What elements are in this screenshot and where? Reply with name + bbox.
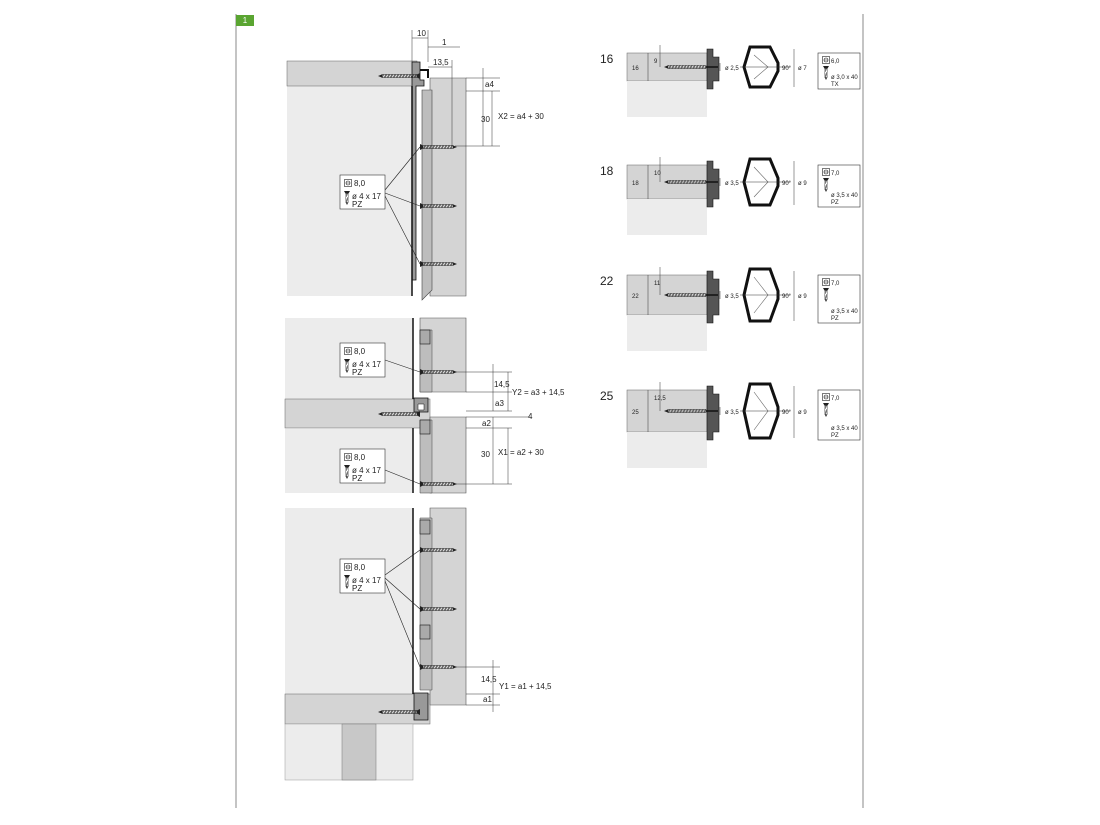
row-big-diameter: ø 9 [798,410,807,416]
screw-label-size: ø 4 x 17 [352,576,381,585]
dim-a2: a2 [482,419,491,428]
row-box-size: ø 3,5 x 40 [831,309,858,315]
row-inner-dim: 11 [654,281,661,287]
row-angle: 90° [782,410,792,416]
row-box-drive: PZ [831,200,839,206]
dim-10: 10 [417,29,426,38]
row-angle: 90° [782,294,792,300]
screw-label-size: ø 4 x 17 [352,192,381,201]
screw-label-drive: PZ [352,584,362,593]
formula-y2: Y2 = a3 + 14,5 [512,388,565,397]
screw-label-drill: 8,0 [354,179,366,188]
screw-label-size: ø 4 x 17 [352,466,381,475]
row-box-drill: 7,0 [831,396,840,402]
dim-a4: a4 [485,80,494,89]
top-panel [286,60,418,87]
row-small-diameter: ø 3,5 [725,294,739,300]
row-thickness-dim: 25 [632,410,639,416]
row-angle: 90° [782,66,792,72]
dim-a3: a3 [495,399,504,408]
row-big-diameter: ø 9 [798,181,807,187]
dim-13-5: 13,5 [433,58,449,67]
row-box-size: ø 3,5 x 40 [831,426,858,432]
row-small-diameter: ø 3,5 [725,410,739,416]
dim-30: 30 [481,115,490,124]
dim-1: 1 [442,38,447,47]
formula-x1: X1 = a2 + 30 [498,448,544,457]
screw-label-drive: PZ [352,474,362,483]
screw-label-drive: PZ [352,200,362,209]
row-box-size: ø 3,0 x 40 [831,75,858,81]
row-box-drive: TX [831,82,839,88]
row-inner-dim: 12,5 [654,396,666,402]
screw-label-size: ø 4 x 17 [352,360,381,369]
row-thickness-heading: 18 [600,164,614,178]
row-thickness-dim: 22 [632,294,639,300]
row-box-drill: 7,0 [831,171,840,177]
dim-14-5: 14,5 [494,380,510,389]
row-thickness-heading: 16 [600,52,614,66]
dim-4: 4 [528,412,533,421]
left-top-drawing: 8,0 ø 4 x 17 PZ 10 1 13,5 a4 30 X2 = a4 … [286,29,544,301]
dim-a1: a1 [483,695,492,704]
left-middle-drawing: 8,0 ø 4 x 17 PZ 8,0 ø 4 x 17 PZ 14,5 Y2 … [284,317,565,494]
row-small-diameter: ø 3,5 [725,181,739,187]
row-angle: 90° [782,181,792,187]
formula-x2: X2 = a4 + 30 [498,112,544,121]
row-thickness-dim: 18 [632,181,639,187]
row-thickness-heading: 25 [600,389,614,403]
row-small-diameter: ø 2,5 [725,66,739,72]
row-thickness-dim: 16 [632,66,639,72]
dim-30: 30 [481,450,490,459]
row-box-drill: 7,0 [831,281,840,287]
formula-y1: Y1 = a1 + 14,5 [499,682,552,691]
dim-14-5: 14,5 [481,675,497,684]
screw-label-drill: 8,0 [354,347,366,356]
row-box-drive: PZ [831,433,839,439]
screw-label-drive: PZ [352,368,362,377]
row-inner-dim: 10 [654,171,661,177]
page-tab-number: 1 [243,16,248,25]
row-big-diameter: ø 9 [798,294,807,300]
row-thickness-heading: 22 [600,274,614,288]
row-inner-dim: 9 [654,59,658,65]
row-box-size: ø 3,5 x 40 [831,193,858,199]
row-box-drive: PZ [831,316,839,322]
row-box-drill: 6,0 [831,59,840,65]
page-tab-marker [236,15,254,26]
row-big-diameter: ø 7 [798,66,807,72]
screw-label-drill: 8,0 [354,563,366,572]
screw-label-drill: 8,0 [354,453,366,462]
left-bottom-drawing: 8,0 ø 4 x 17 PZ 14,5 Y1 = a1 + 14,5 a1 [284,507,552,781]
